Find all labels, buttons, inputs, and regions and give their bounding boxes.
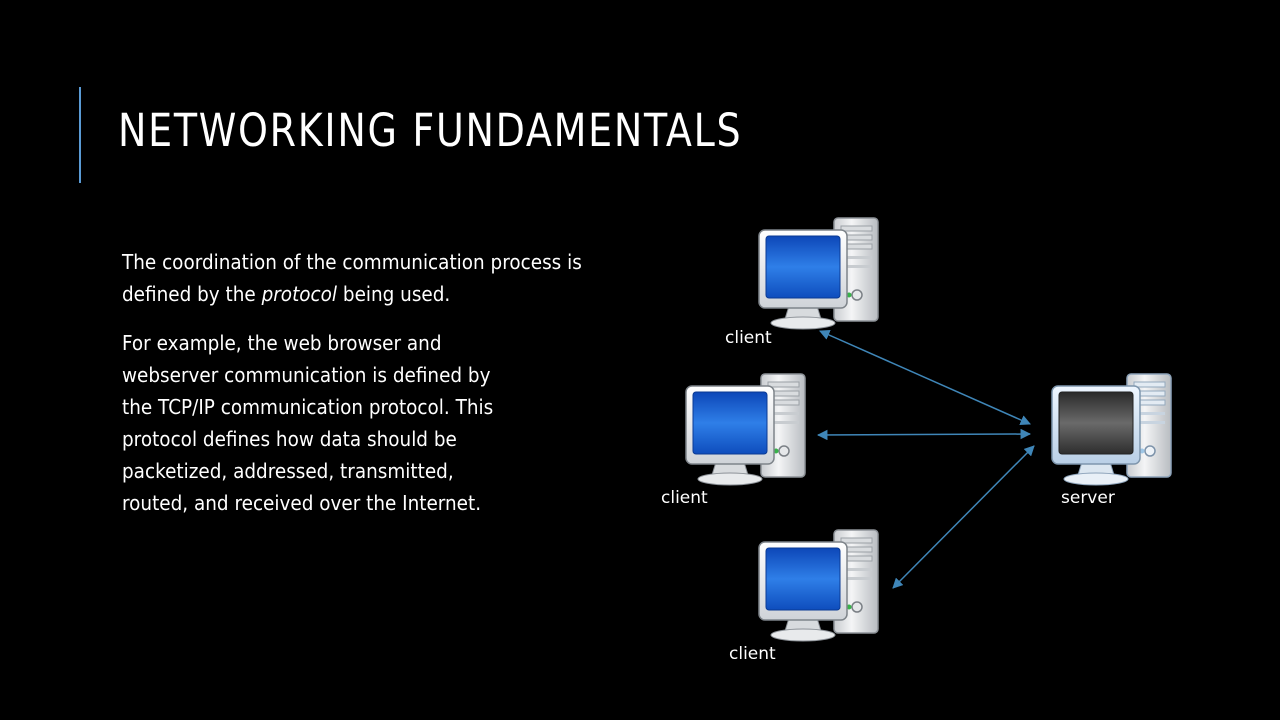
paragraph-example-line: packetized, addressed, transmitted, [122, 459, 454, 483]
paragraph-coordination-line2-end: being used. [337, 282, 451, 306]
desktop-computer-icon [758, 529, 879, 642]
desktop-computer-icon [685, 373, 806, 486]
paragraph-example-line: the TCP/IP communication protocol. This [122, 395, 494, 419]
protocol-emphasis: protocol [261, 282, 338, 306]
edge-client-bottom-server [892, 445, 1035, 589]
paragraph-example-line: protocol defines how data should be [122, 427, 457, 451]
paragraph-example-line: webserver communication is defined by [122, 363, 491, 387]
edge-client-top-server [819, 330, 1031, 425]
desktop-computer-icon [758, 217, 879, 330]
node-label-client-middle: client [661, 488, 708, 508]
paragraph-coordination: The coordination of the communication pr… [122, 246, 582, 310]
slide-body: The coordination of the communication pr… [122, 246, 582, 519]
paragraph-coordination-line1: The coordination of the communication pr… [122, 250, 582, 274]
paragraph-example: For example, the web browser and webserv… [122, 327, 582, 519]
server-computer-icon [1051, 373, 1172, 486]
paragraph-example-line: For example, the web browser and [122, 331, 442, 355]
paragraph-example-line: routed, and received over the Internet. [122, 491, 482, 515]
node-label-server: server [1061, 488, 1115, 508]
node-label-client-bottom: client [729, 644, 776, 664]
node-label-client-top: client [725, 328, 772, 348]
paragraph-coordination-line2-start: defined by the [122, 282, 262, 306]
slide-title: NETWORKING FUNDAMENTALS [118, 104, 743, 157]
title-accent-bar [79, 87, 81, 183]
edge-client-middle-server [816, 428, 1032, 441]
